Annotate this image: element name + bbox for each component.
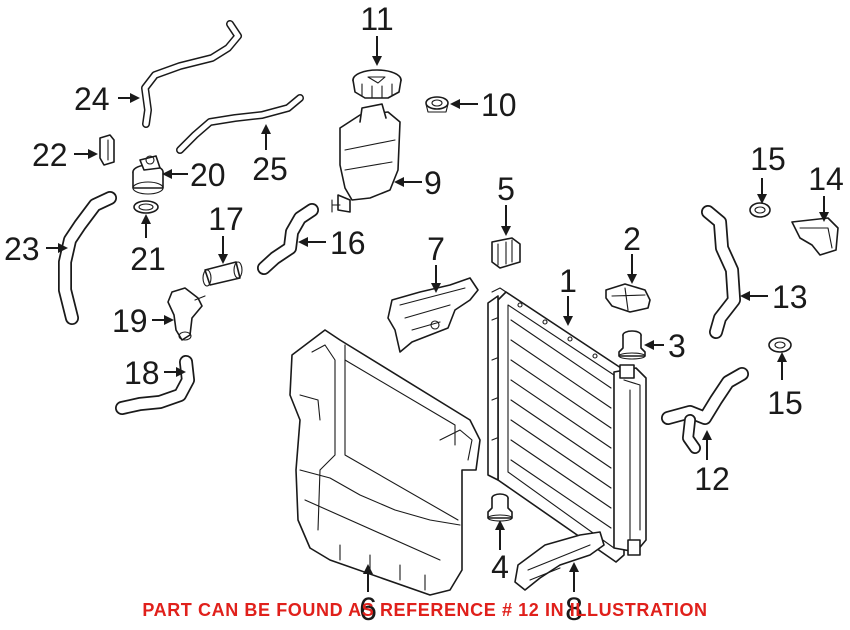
- callout-9: 9: [394, 165, 442, 201]
- callout-17: 17: [208, 201, 244, 264]
- callout-number-14: 14: [808, 161, 844, 197]
- callout-6: 6: [359, 564, 377, 627]
- callout-number-21: 21: [130, 241, 166, 277]
- callout-number-25: 25: [252, 151, 288, 187]
- part-22-clip: [99, 134, 115, 166]
- part-5-sensor: [491, 237, 521, 269]
- part-24-hose: [141, 20, 242, 128]
- callout-number-16: 16: [330, 225, 366, 261]
- callout-number-1: 1: [559, 263, 577, 299]
- callout-number-12: 12: [694, 461, 730, 497]
- callout-number-24: 24: [74, 81, 110, 117]
- callout-number-15-lower: 15: [767, 385, 803, 421]
- callout-3: 3: [644, 328, 686, 364]
- callout-number-23: 23: [4, 231, 40, 267]
- callout-number-15-upper: 15: [750, 141, 786, 177]
- callout-number-2: 2: [623, 221, 641, 257]
- callout-number-8: 8: [565, 591, 583, 627]
- callout-16: 16: [298, 225, 366, 261]
- callout-5: 5: [497, 171, 515, 236]
- callout-4: 4: [491, 520, 509, 585]
- callout-12: 12: [694, 430, 730, 497]
- callout-24: 24: [74, 81, 140, 117]
- callout-8: 8: [565, 562, 583, 627]
- callout-number-20: 20: [190, 157, 226, 193]
- part-12-hose: [661, 367, 749, 454]
- callout-15-upper: 15: [750, 141, 786, 204]
- part-9-expansion-tank: [331, 103, 401, 213]
- callout-11: 11: [360, 1, 394, 66]
- part-14-clip: [791, 217, 839, 256]
- callout-number-11: 11: [360, 1, 393, 37]
- part-3-upper-mount: [618, 330, 646, 360]
- part-11-cap: [352, 69, 402, 99]
- callout-7: 7: [427, 231, 445, 293]
- callout-15-lower: 15: [767, 352, 803, 421]
- callout-19: 19: [112, 303, 174, 339]
- part-1-radiator: [487, 287, 647, 563]
- part-25-hose: [176, 94, 304, 154]
- callout-13: 13: [740, 279, 808, 315]
- part-21-seal-ring: [133, 200, 159, 214]
- part-13-hose: [701, 205, 741, 339]
- callout-22: 22: [32, 137, 98, 173]
- part-4-lower-mount: [487, 493, 513, 522]
- callout-number-5: 5: [497, 171, 515, 207]
- callout-number-9: 9: [424, 165, 442, 201]
- callout-number-17: 17: [208, 201, 244, 237]
- part-15-clamp-upper: [749, 202, 771, 218]
- part-15-clamp-lower: [768, 337, 792, 353]
- part-20-thermostat: [132, 155, 164, 195]
- reference-notice: PART CAN BE FOUND AS REFERENCE # 12 IN I…: [142, 600, 708, 620]
- part-17-connector: [202, 261, 243, 287]
- callout-number-6: 6: [359, 591, 377, 627]
- callout-number-3: 3: [668, 328, 686, 364]
- callout-10: 10: [450, 87, 517, 123]
- part-7-air-guide: [387, 277, 479, 353]
- callout-number-22: 22: [32, 137, 68, 173]
- part-10-grommet: [425, 96, 449, 113]
- callout-21: 21: [130, 214, 166, 277]
- part-6-fan-shroud: [289, 329, 481, 596]
- callout-number-13: 13: [772, 279, 808, 315]
- part-2-bracket: [605, 283, 651, 313]
- part-16-hose: [257, 203, 319, 275]
- callout-2: 2: [623, 221, 641, 284]
- callout-18: 18: [124, 355, 186, 391]
- callout-25: 25: [252, 124, 288, 187]
- part-19-junction: [167, 287, 206, 341]
- callout-number-10: 10: [481, 87, 517, 123]
- part-8-lower-air-guide: [514, 531, 605, 591]
- part-23-hose: [58, 191, 117, 325]
- callout-number-18: 18: [124, 355, 160, 391]
- callout-14: 14: [808, 161, 844, 222]
- callout-1: 1: [559, 263, 577, 326]
- part-18-hose: [115, 355, 195, 415]
- callout-number-4: 4: [491, 549, 509, 585]
- callout-20: 20: [162, 157, 226, 193]
- callout-number-7: 7: [427, 231, 445, 267]
- callout-number-19: 19: [112, 303, 148, 339]
- callout-23: 23: [4, 231, 68, 267]
